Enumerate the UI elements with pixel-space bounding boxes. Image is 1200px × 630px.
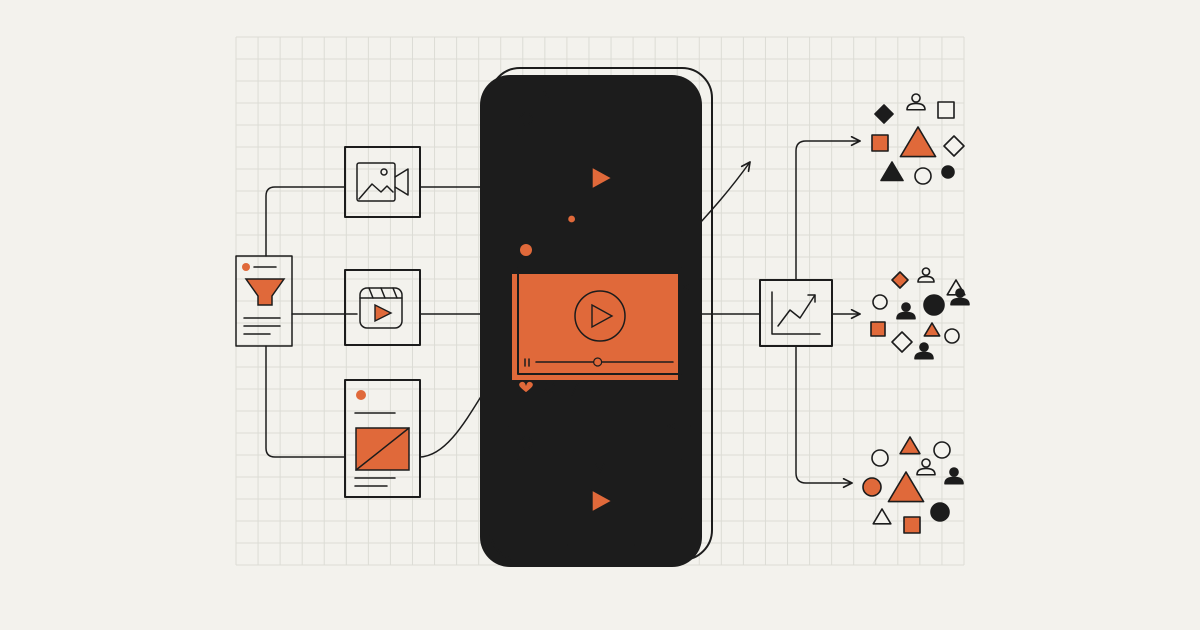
post-2-progress-knob[interactable] <box>593 357 603 367</box>
audience-circle-icon <box>933 441 951 459</box>
post-2-play-ring[interactable] <box>574 290 626 342</box>
reel-card <box>344 269 421 346</box>
funnel-card <box>235 255 293 347</box>
audience-circle-icon <box>941 165 955 179</box>
post-1-video[interactable] <box>517 135 682 232</box>
audience-cluster-3 <box>862 436 964 534</box>
post-2-avatar <box>520 244 532 256</box>
heart-icon[interactable] <box>517 380 535 394</box>
audience-person-icon <box>896 302 916 320</box>
audience-triangle-icon <box>872 508 892 525</box>
audience-diamond-icon <box>891 331 913 353</box>
audience-circle-icon <box>862 477 882 497</box>
article-card <box>344 379 421 498</box>
article-image-icon <box>355 427 410 471</box>
funnel-card-avatar <box>242 263 250 271</box>
post-3-more-icon[interactable] <box>665 441 681 445</box>
audience-diamond-icon <box>891 271 909 289</box>
post-2-pause-icon[interactable] <box>524 358 530 367</box>
audience-square-icon <box>903 516 921 534</box>
audience-triangle-icon <box>899 126 937 158</box>
post-1-play-icon[interactable] <box>591 165 614 191</box>
audience-circle-icon <box>872 294 888 310</box>
audience-diamond-icon <box>874 104 894 124</box>
audience-circle-icon <box>923 294 945 316</box>
post-3-play-icon[interactable] <box>591 488 614 514</box>
audience-triangle-icon <box>899 436 921 455</box>
audience-cluster-2 <box>870 267 970 360</box>
audience-square-icon <box>870 321 886 337</box>
audience-person-icon <box>916 458 936 476</box>
phone-body <box>489 67 713 561</box>
arrow-analytics-to-audience-3 <box>795 345 853 489</box>
audience-circle-icon <box>930 502 950 522</box>
image-video-card <box>344 146 421 218</box>
post-1-more-icon[interactable] <box>665 117 681 121</box>
arrow-analytics-to-audience-1 <box>795 135 861 281</box>
post-2-bottom-frame <box>508 373 691 427</box>
reel-play-icon <box>359 287 403 329</box>
trending-chart-icon <box>771 291 821 335</box>
audience-square-icon <box>871 134 889 152</box>
audience-triangle-icon <box>880 161 904 182</box>
share-icon[interactable] <box>564 382 579 396</box>
smartphone <box>480 67 713 567</box>
article-card-avatar <box>356 390 366 400</box>
comment-icon[interactable] <box>541 381 555 395</box>
audience-cluster-1 <box>871 93 965 185</box>
audience-person-icon <box>950 288 970 306</box>
image-video-icon <box>356 162 409 202</box>
audience-triangle-icon <box>923 322 941 337</box>
post-2-play-icon[interactable] <box>591 303 614 329</box>
audience-square-icon <box>937 101 955 119</box>
post-2-video[interactable] <box>517 267 682 375</box>
audience-triangle-icon <box>887 471 925 503</box>
audience-person-icon <box>906 93 926 111</box>
audience-person-icon <box>914 342 934 360</box>
connector-funnel-to-image <box>265 186 345 257</box>
feed-post-2 <box>508 244 691 432</box>
post-1-progress-knob[interactable] <box>567 214 577 224</box>
funnel-icon <box>244 278 286 306</box>
analytics-card <box>759 279 833 347</box>
phone-notch <box>543 77 643 99</box>
post-3-avatar <box>519 436 533 450</box>
feed-post-3 <box>517 429 682 519</box>
audience-person-icon <box>917 267 935 283</box>
audience-person-icon <box>944 467 964 485</box>
connector-funnel-to-article <box>265 345 345 458</box>
audience-diamond-icon <box>943 135 965 157</box>
post-1-pause-icon[interactable] <box>524 215 530 224</box>
audience-circle-icon <box>914 167 932 185</box>
post-1-side-arrow <box>680 181 692 293</box>
post-1-avatar <box>519 112 533 126</box>
audience-circle-icon <box>944 328 960 344</box>
feed-post-1 <box>517 112 692 293</box>
audience-circle-icon <box>871 449 889 467</box>
